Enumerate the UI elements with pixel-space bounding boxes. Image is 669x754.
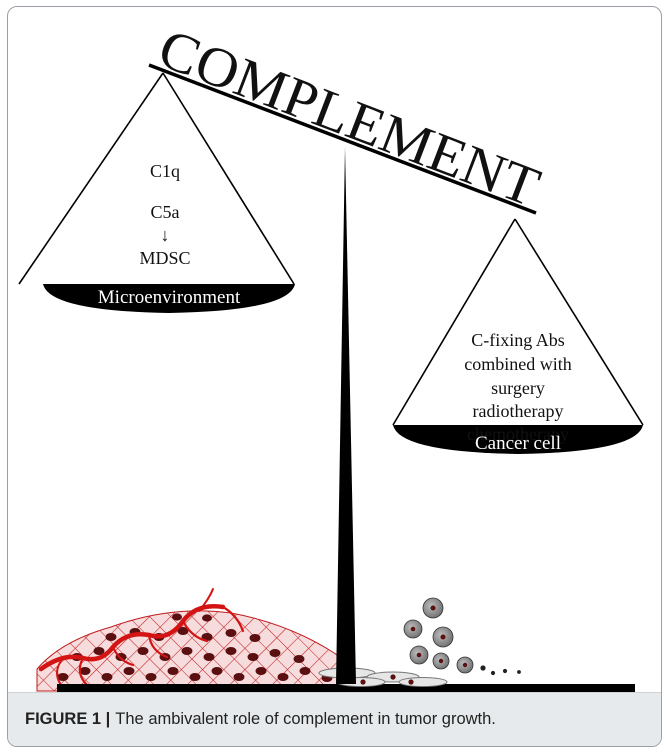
down-arrow: ↓ [161,225,170,245]
right-item-line-3: surgery [491,378,545,398]
figure-caption: FIGURE 1 | The ambivalent role of comple… [8,692,661,746]
caption-text: The ambivalent role of complement in tum… [115,710,496,728]
right-pan [393,425,643,454]
blood-vessels [38,588,245,687]
right-pan-string [392,218,516,426]
platform [57,684,635,692]
balance-scale-illustration: COMPLEMENT C1q C5a ↓ MDSC Microenvironme… [18,17,644,692]
scale-beam [148,63,537,215]
figure-frame: COMPLEMENT C1q C5a ↓ MDSC Microenvironme… [7,6,662,747]
tumor-cells [403,597,474,674]
left-item-c5a: C5a [151,202,180,222]
caption-label: FIGURE 1 | [25,710,111,728]
right-item-line-1: C-fixing Abs [471,330,565,350]
right-pan-label: Cancer cell [475,433,561,454]
right-item-line-4: radiotherapy [473,401,564,421]
scale-pillar [336,147,356,684]
left-pan-string [162,72,295,285]
right-item-line-2: combined with [464,354,571,374]
complement-title: COMPLEMENT [150,17,548,219]
left-pan [43,284,295,313]
tumor-nuclei [410,605,468,668]
left-pan-label: Microenvironment [98,287,241,308]
left-item-c1q: C1q [150,161,180,181]
right-pan-string [514,218,644,426]
left-pan-string [18,72,164,285]
right-item-line-5: chemotherapy [467,424,569,444]
left-item-mdsc: MDSC [139,248,190,268]
debris-dots [480,665,521,676]
